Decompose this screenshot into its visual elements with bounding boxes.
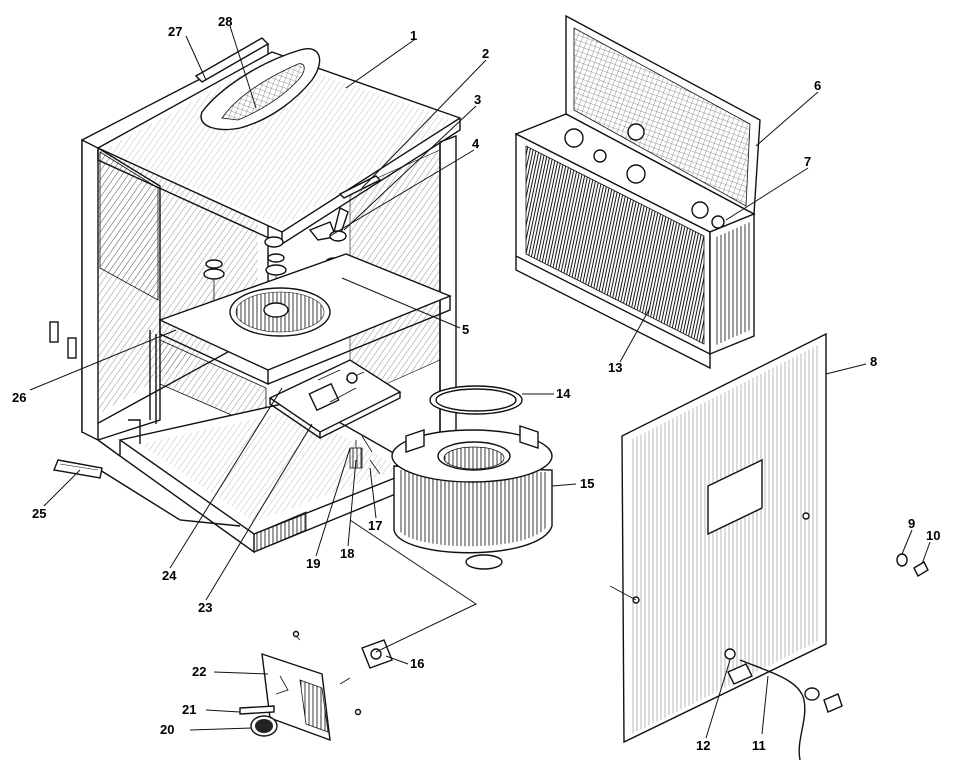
panel-window bbox=[707, 458, 763, 536]
drain-fitting bbox=[724, 648, 736, 660]
callout-11: 11 bbox=[752, 738, 766, 753]
callout-13: 13 bbox=[608, 360, 622, 375]
side-slot bbox=[49, 321, 59, 343]
callout-20: 20 bbox=[160, 722, 174, 737]
callout-22: 22 bbox=[192, 664, 206, 679]
grille-28 bbox=[221, 63, 305, 121]
cabinet-front-left-post bbox=[81, 138, 99, 442]
callout-5: 5 bbox=[462, 322, 469, 337]
callout-25: 25 bbox=[32, 506, 46, 521]
callout-10: 10 bbox=[926, 528, 940, 543]
callout-8: 8 bbox=[870, 354, 877, 369]
evaporator-assembly bbox=[514, 14, 761, 370]
washer bbox=[896, 553, 908, 567]
callout-28: 28 bbox=[218, 14, 232, 29]
callout-labels: 1 2 3 4 5 6 7 8 9 10 11 12 13 14 15 16 1… bbox=[12, 14, 940, 753]
screw bbox=[913, 561, 929, 577]
fitting bbox=[711, 215, 725, 229]
relay bbox=[308, 382, 340, 412]
control-panel-assembly bbox=[239, 519, 478, 742]
callout-1: 1 bbox=[410, 28, 417, 43]
callout-15: 15 bbox=[580, 476, 594, 491]
callout-14: 14 bbox=[556, 386, 571, 401]
callout-19: 19 bbox=[306, 556, 320, 571]
latch-strip bbox=[338, 175, 382, 199]
gasket-ring bbox=[429, 385, 523, 415]
callout-2: 2 bbox=[482, 46, 489, 61]
clip bbox=[53, 459, 103, 479]
blower-assembly bbox=[391, 385, 553, 570]
drain-hose bbox=[739, 659, 806, 761]
callout-18: 18 bbox=[340, 546, 354, 561]
callout-26: 26 bbox=[12, 390, 26, 405]
callout-12: 12 bbox=[696, 738, 710, 753]
callout-21: 21 bbox=[182, 702, 196, 717]
callout-4: 4 bbox=[472, 136, 480, 151]
callout-23: 23 bbox=[198, 600, 212, 615]
side-panel-assembly bbox=[609, 332, 929, 761]
callout-27: 27 bbox=[168, 24, 182, 39]
callout-3: 3 bbox=[474, 92, 481, 107]
callout-16: 16 bbox=[410, 656, 424, 671]
cabinet-assembly bbox=[49, 37, 462, 554]
rear-top-rail bbox=[194, 37, 270, 83]
callout-6: 6 bbox=[814, 78, 821, 93]
callout-17: 17 bbox=[368, 518, 382, 533]
leader-lines bbox=[29, 25, 931, 739]
shaft bbox=[239, 705, 275, 715]
callout-24: 24 bbox=[162, 568, 177, 583]
callout-9: 9 bbox=[908, 516, 915, 531]
callout-7: 7 bbox=[804, 154, 811, 169]
